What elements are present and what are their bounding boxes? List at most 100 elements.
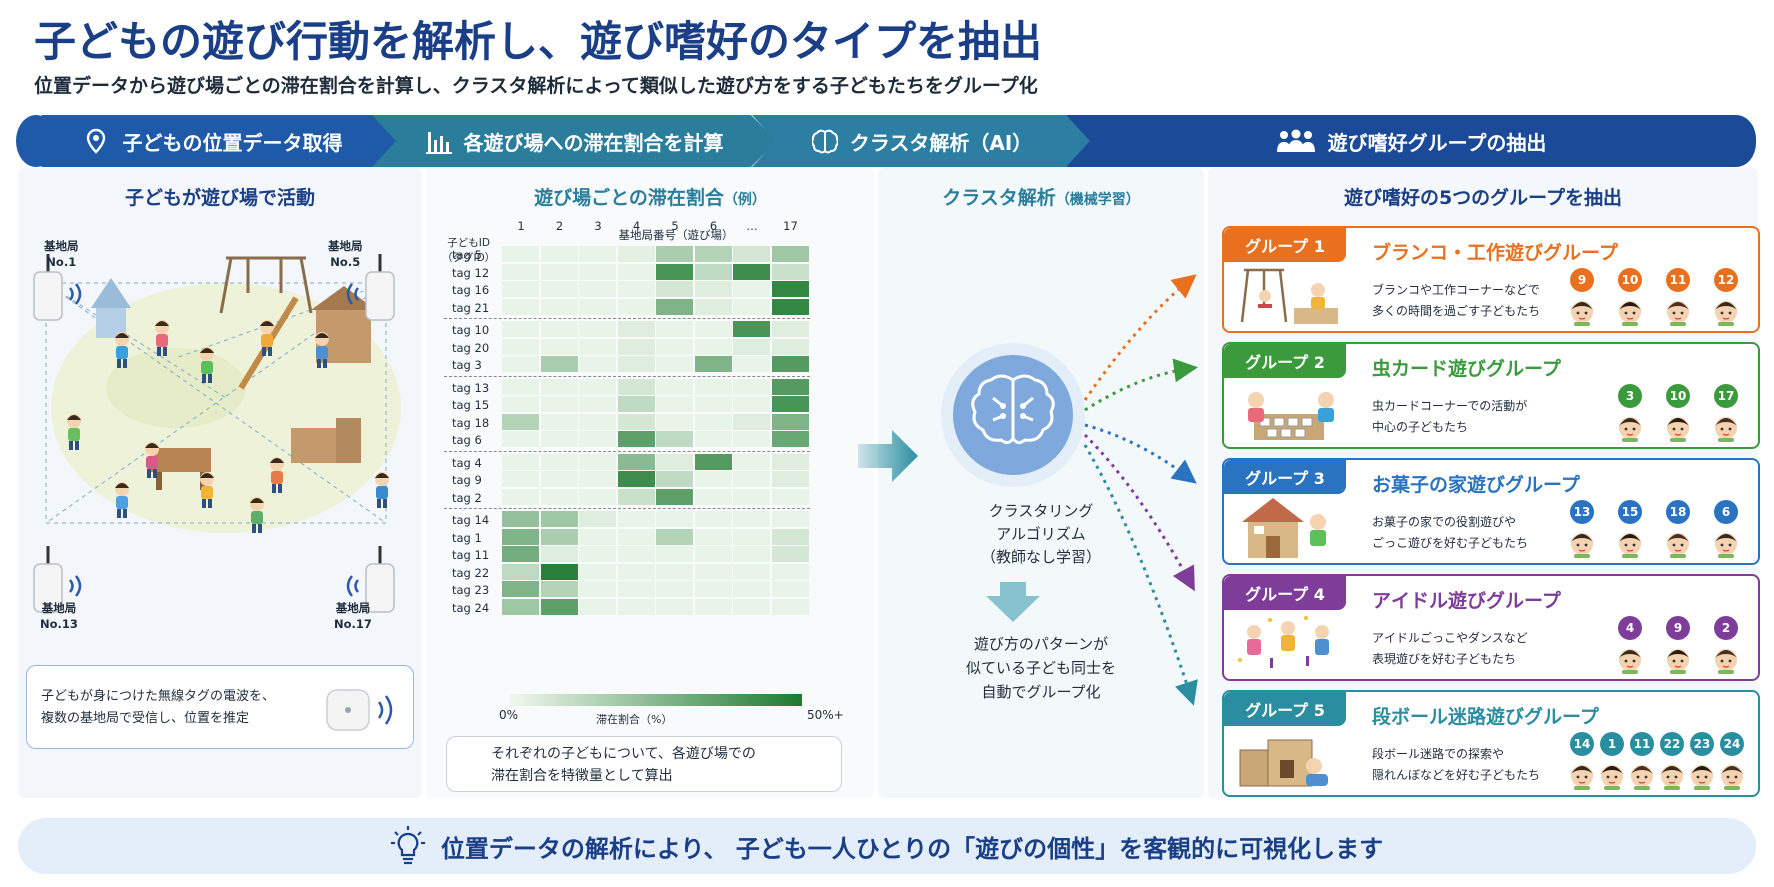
heatmap-cell bbox=[502, 471, 539, 487]
child-face-icon bbox=[1658, 760, 1686, 794]
heatmap-row-label: tag 22 bbox=[452, 565, 490, 580]
heatmap-cell bbox=[617, 431, 655, 447]
heatmap-cell bbox=[656, 471, 693, 487]
heatmap-cell bbox=[540, 281, 578, 297]
member-number-badge: 11 bbox=[1666, 268, 1690, 292]
member-number-badge: 9 bbox=[1666, 616, 1690, 640]
heatmap-cell bbox=[579, 263, 616, 280]
heatmap-cell bbox=[617, 563, 655, 580]
heatmap-cell bbox=[617, 321, 655, 337]
heatmap-cell bbox=[540, 528, 578, 545]
algorithm-label: クラスタリング アルゴリズム （教師なし学習） bbox=[980, 502, 1101, 566]
heatmap-column-label: 6 bbox=[709, 219, 718, 233]
base-station-3 bbox=[30, 546, 92, 626]
member-number-badge: 22 bbox=[1660, 732, 1684, 756]
child-face-icon bbox=[1712, 644, 1740, 678]
heatmap-cell bbox=[617, 356, 655, 372]
footer-text: 位置データの解析により、 子ども一人ひとりの「遊びの個性」を客観的に可視化します bbox=[440, 834, 1384, 863]
base-station-icon bbox=[33, 254, 82, 321]
group-member: 13 bbox=[1562, 500, 1602, 562]
heatmap-cell bbox=[694, 471, 732, 487]
member-number-badge: 9 bbox=[1570, 268, 1594, 292]
group-description: アイドルごっこやダンスなど 表現遊びを好む子どもたち bbox=[1372, 631, 1528, 666]
heatmap-row-label: tag 4 bbox=[452, 455, 482, 470]
group-member: 11 bbox=[1628, 732, 1656, 794]
heatmap-cell bbox=[694, 321, 732, 337]
row-header-line1: 子どもID bbox=[447, 237, 490, 249]
heatmap-cell bbox=[579, 338, 616, 355]
legend-min: 0% bbox=[499, 708, 519, 722]
heatmap-cell bbox=[656, 321, 693, 337]
panel2-title: 遊び場ごとの滞在割合（例） bbox=[426, 183, 874, 210]
step-banner-2: 各遊び場への滞在割合を計算 bbox=[372, 115, 777, 167]
wireless-tag-icon bbox=[326, 689, 393, 731]
group-tag: グループ 2 bbox=[1224, 344, 1346, 378]
base-station-name: 基地局 bbox=[41, 601, 77, 615]
base-station-id: No.1 bbox=[46, 255, 77, 269]
step-banner-label: 子どもの位置データ取得 bbox=[122, 130, 343, 155]
group-title: 段ボール迷路遊びグループ bbox=[1372, 706, 1599, 728]
heatmap-cell bbox=[771, 488, 809, 505]
heatmap-cell bbox=[694, 453, 732, 470]
group-member: 14 bbox=[1568, 732, 1596, 794]
heatmap-cell bbox=[617, 263, 655, 280]
footer-banner: 位置データの解析により、 子ども一人ひとりの「遊びの個性」を客観的に可視化します bbox=[18, 818, 1756, 874]
step-banner-3: クラスタ解析（AI） bbox=[752, 115, 1092, 167]
group-illustration bbox=[1234, 610, 1344, 684]
heatmap-cell bbox=[579, 563, 616, 580]
heatmap-row-label: tag 12 bbox=[452, 265, 490, 280]
member-number-badge: 17 bbox=[1714, 384, 1738, 408]
heatmap-cell bbox=[694, 563, 732, 580]
child-face-icon bbox=[1568, 760, 1596, 794]
heatmap-cell bbox=[771, 581, 809, 597]
panel1-note: 子どもが身につけた無線タグの電波を、 複数の基地局で受信し、位置を推定 bbox=[41, 689, 276, 726]
heatmap-cell bbox=[579, 396, 616, 412]
heatmap-cell bbox=[694, 263, 732, 280]
step-banner-1: 子どもの位置データ取得 bbox=[16, 115, 411, 167]
base-station-id: No.5 bbox=[330, 255, 361, 269]
heatmap-row-label: tag 2 bbox=[452, 490, 482, 505]
heatmap-row-label: tag 21 bbox=[452, 300, 490, 315]
member-number-badge: 10 bbox=[1666, 384, 1690, 408]
heatmap-cell bbox=[579, 453, 616, 470]
group-illustration bbox=[1234, 262, 1344, 336]
panel3-title: クラスタ解析（機械学習） bbox=[878, 183, 1204, 210]
panel3-title-main: クラスタ解析 bbox=[942, 187, 1056, 209]
child-figure bbox=[310, 330, 334, 374]
heatmap-cell bbox=[733, 263, 770, 280]
heatmap-cell bbox=[579, 413, 616, 430]
heatmap-cell bbox=[579, 471, 616, 487]
group-description: 段ボール迷路での探索や 隠れんぼなどを好む子どもたち bbox=[1372, 747, 1541, 782]
heatmap-cell bbox=[540, 321, 578, 337]
heatmap-cell bbox=[771, 413, 809, 430]
heatmap-row-label: tag 1 bbox=[452, 530, 482, 545]
heatmap-cell bbox=[771, 338, 809, 355]
heatmap-cell bbox=[771, 511, 809, 527]
child-face-icon bbox=[1664, 412, 1692, 446]
heatmap-cell bbox=[694, 298, 732, 315]
member-number-badge: 13 bbox=[1570, 500, 1594, 524]
heatmap-cell bbox=[502, 488, 539, 505]
heatmap-cell bbox=[502, 546, 539, 562]
heatmap-cell bbox=[694, 431, 732, 447]
group-member: 18 bbox=[1658, 500, 1698, 562]
heatmap-cell bbox=[617, 413, 655, 430]
heatmap-cell bbox=[617, 246, 655, 262]
child-figure bbox=[255, 318, 279, 362]
member-number-badge: 12 bbox=[1714, 268, 1738, 292]
heatmap-cell bbox=[617, 378, 655, 395]
panel1-note-box: 子どもが身につけた無線タグの電波を、 複数の基地局で受信し、位置を推定 bbox=[26, 665, 414, 749]
member-number-badge: 14 bbox=[1570, 732, 1594, 756]
heatmap-cell bbox=[540, 263, 578, 280]
heatmap-cell bbox=[733, 431, 770, 447]
group-member: 24 bbox=[1718, 732, 1746, 794]
playground-illustration bbox=[45, 256, 401, 533]
lightbulb-icon bbox=[390, 826, 425, 865]
heatmap-cell bbox=[694, 511, 732, 527]
member-number-badge: 18 bbox=[1666, 500, 1690, 524]
child-face-icon bbox=[1664, 528, 1692, 562]
base-station-4 bbox=[336, 546, 398, 626]
heatmap-cell bbox=[502, 281, 539, 297]
